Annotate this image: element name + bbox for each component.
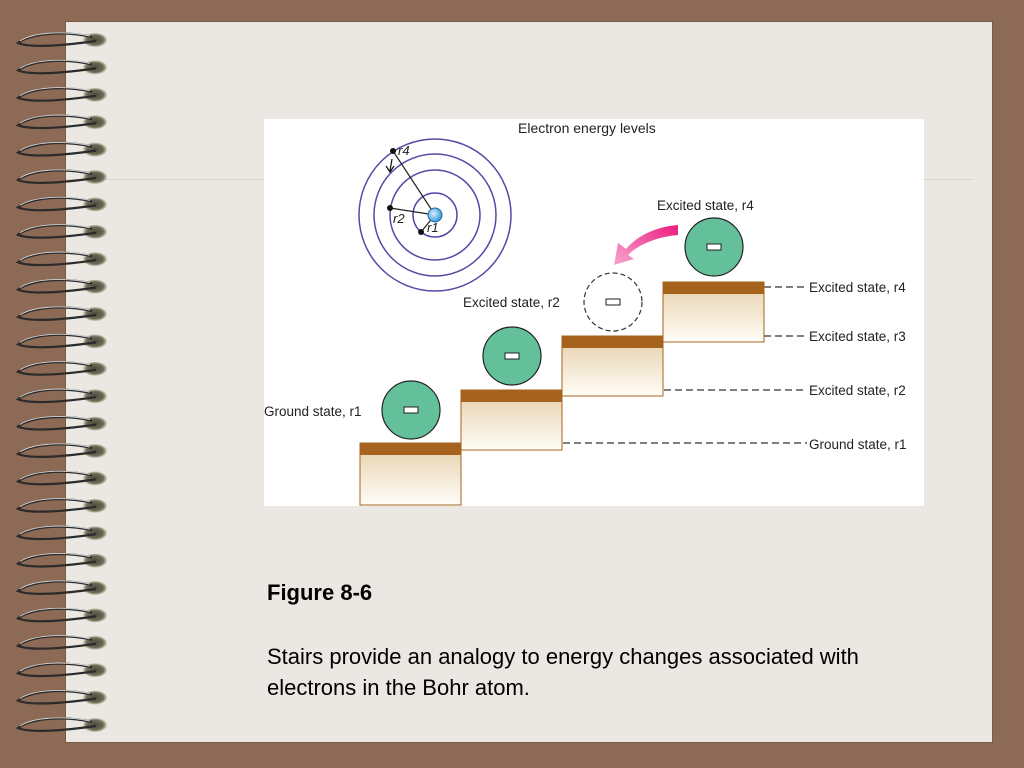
label-excited-r4-top: Excited state, r4: [657, 198, 754, 213]
stair-step-2-top: [461, 390, 562, 402]
electron-dot-r4: [390, 148, 396, 154]
orbit-r3: [373, 153, 497, 277]
binding-coil: [15, 717, 97, 732]
nucleus: [427, 207, 443, 223]
binding-coil: [15, 169, 97, 184]
radius-r2-line: [389, 207, 436, 216]
binding-coil-highlight: [19, 498, 91, 508]
binding-coil-highlight: [19, 59, 91, 69]
binding-coil-highlight: [19, 32, 91, 42]
binding-coil: [15, 415, 97, 431]
binding-coil: [15, 388, 97, 404]
bohr-stairs-figure: Electron energy levels r4 r2 r1: [264, 119, 924, 506]
orbit-r1: [412, 192, 458, 238]
binding-coil-highlight: [19, 690, 91, 699]
binding-coil: [15, 196, 97, 212]
binding-coil-highlight: [19, 580, 91, 590]
binding-coil-highlight: [19, 717, 91, 727]
binding-coil: [15, 224, 97, 239]
binding-coil-highlight: [19, 333, 91, 343]
binding-coil-highlight: [19, 525, 91, 535]
stair-step-3-top: [562, 336, 663, 348]
label-excited-r2-left: Excited state, r2: [463, 295, 560, 310]
stairs: [359, 281, 765, 506]
binding-coil-highlight: [19, 635, 91, 645]
electron-dot-r2: [387, 205, 393, 211]
figure-title: Electron energy levels: [518, 120, 656, 136]
binding-coil: [15, 689, 97, 705]
stair-step-4-top: [663, 282, 764, 294]
binding-coil-highlight: [19, 416, 91, 425]
orbit-r4: [358, 138, 512, 292]
binding-coil-highlight: [19, 169, 91, 179]
electron-dashed-r2: [583, 272, 643, 332]
binding-coil-highlight: [19, 470, 91, 480]
binding-coil: [15, 59, 97, 75]
label-ground-r1-left: Ground state, r1: [264, 404, 362, 419]
label-right-r2: Excited state, r2: [809, 383, 906, 398]
bohr-atom: r4 r2 r1: [358, 138, 512, 292]
binding-coil: [15, 470, 97, 486]
binding-coil: [15, 443, 97, 458]
binding-coil-highlight: [19, 306, 91, 316]
electron-excited-r2: [482, 326, 542, 386]
binding-coil: [15, 141, 97, 157]
binding-coil: [15, 525, 97, 541]
electron-ground-r1: [381, 380, 441, 440]
binding-coil: [15, 361, 97, 376]
orbit-label-r4: r4: [398, 143, 410, 158]
binding-coil: [15, 278, 97, 294]
label-right-r1: Ground state, r1: [809, 437, 907, 452]
orbit-r2: [389, 169, 481, 261]
electron-excited-r4: [684, 217, 744, 277]
binding-coil-highlight: [19, 443, 91, 453]
binding-coil-highlight: [19, 142, 91, 151]
binding-coil: [15, 607, 97, 623]
binding-coil: [15, 32, 97, 47]
binding-coil-highlight: [19, 662, 91, 672]
binding-coil: [15, 662, 97, 678]
spiral-binding-icon: [15, 32, 107, 732]
level-lines: [563, 286, 807, 444]
label-right-r3: Excited state, r3: [809, 329, 906, 344]
binding-coil: [15, 114, 97, 130]
drop-arrow-icon: [614, 225, 678, 265]
binding-coil: [15, 251, 97, 267]
orbit-label-r1: r1: [427, 220, 439, 235]
binding-coil-highlight: [19, 196, 91, 206]
stair-step-1-top: [360, 443, 461, 455]
binding-coil-highlight: [19, 279, 91, 288]
binding-coil-highlight: [19, 388, 91, 398]
binding-coil: [15, 635, 97, 650]
binding-coil: [15, 306, 97, 321]
caption-text: Stairs provide an analogy to energy chan…: [267, 644, 859, 700]
binding-coil-highlight: [19, 114, 91, 124]
label-right-r4: Excited state, r4: [809, 280, 906, 295]
caption-title: Figure 8-6: [267, 580, 373, 605]
binding-coil-highlight: [19, 553, 91, 562]
orbit-label-r2: r2: [393, 211, 405, 226]
binding-coil-highlight: [19, 251, 91, 261]
binding-coil-highlight: [19, 607, 91, 617]
electron-balls: [381, 217, 744, 440]
binding-coil-highlight: [19, 361, 91, 371]
binding-coil-highlight: [19, 87, 91, 97]
figure-canvas: Electron energy levels r4 r2 r1: [264, 120, 907, 506]
binding-coil-highlight: [19, 224, 91, 234]
binding-coil: [15, 580, 97, 595]
radius-r4-line: [392, 150, 436, 216]
binding-coil: [15, 498, 97, 513]
binding-coil: [15, 552, 97, 568]
binding-coil: [15, 333, 97, 349]
binding-coil: [15, 87, 97, 102]
transition-arrow-icon: [385, 158, 395, 174]
electron-dot-r1: [418, 229, 424, 235]
